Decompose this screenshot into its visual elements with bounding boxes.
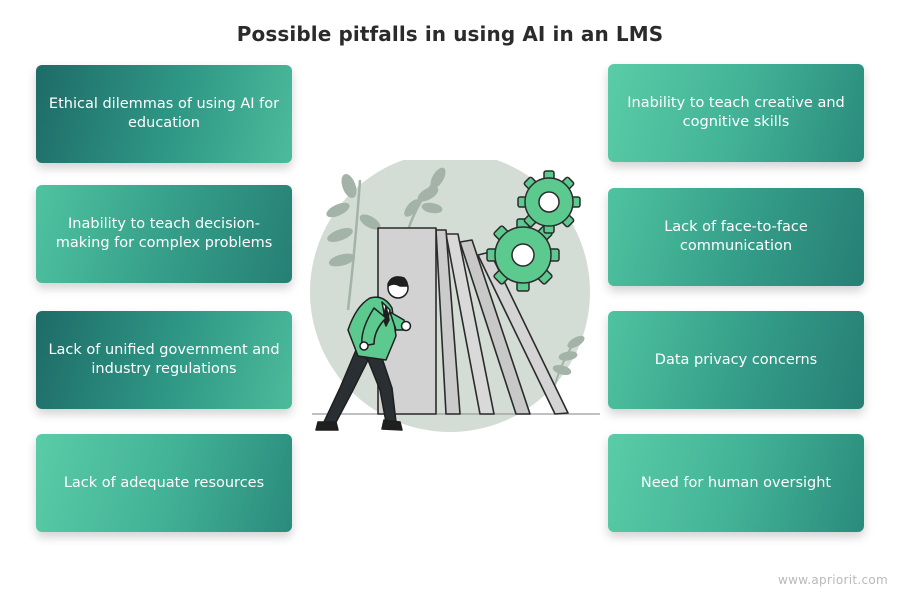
pitfall-card-decision-making: Inability to teach decision-making for c…	[36, 185, 292, 283]
man-arm	[361, 307, 387, 347]
domino-slab	[435, 229, 461, 415]
pitfall-card-data-privacy: Data privacy concerns	[608, 311, 864, 409]
pitfall-label: Lack of unified government and industry …	[48, 342, 280, 377]
businessman-figure	[315, 276, 412, 431]
man-shoe	[315, 421, 339, 431]
leaf-sprig-small-icon	[552, 335, 585, 386]
pitfall-label: Need for human oversight	[640, 474, 832, 491]
man-shoe	[381, 419, 403, 431]
gear-icon-large	[486, 218, 560, 292]
pitfall-card-human-oversight: Need for human oversight	[608, 434, 864, 532]
pitfall-card-regulations: Lack of unified government and industry …	[36, 311, 292, 409]
pitfall-label: Ethical dilemmas of using AI for educati…	[48, 96, 280, 131]
domino-slab	[459, 239, 531, 415]
pitfall-label: Data privacy concerns	[654, 351, 818, 368]
pitfall-card-resources: Lack of adequate resources	[36, 434, 292, 532]
man-hair	[387, 276, 408, 287]
pitfall-label: Lack of face-to-face communication	[664, 219, 808, 254]
pitfall-label: Inability to teach creative and cognitiv…	[627, 95, 845, 130]
man-holding-dominoes-illustration	[310, 160, 600, 432]
pitfall-card-ethical-dilemmas: Ethical dilemmas of using AI for educati…	[36, 65, 292, 163]
leaf-branch-icon	[326, 174, 381, 311]
pitfall-card-face-to-face: Lack of face-to-face communication	[608, 188, 864, 286]
watermark: www.apriorit.com	[778, 573, 888, 587]
domino-slab	[477, 251, 569, 415]
gear-icon-small	[517, 170, 581, 234]
pitfall-label: Lack of adequate resources	[63, 474, 265, 491]
pitfall-label: Inability to teach decision-making for c…	[55, 216, 273, 251]
leaf-sprig-icon	[404, 167, 446, 231]
page-title: Possible pitfalls in using AI in an LMS	[236, 22, 664, 46]
pitfall-card-creative-skills: Inability to teach creative and cognitiv…	[608, 64, 864, 162]
domino-slab	[445, 233, 495, 415]
